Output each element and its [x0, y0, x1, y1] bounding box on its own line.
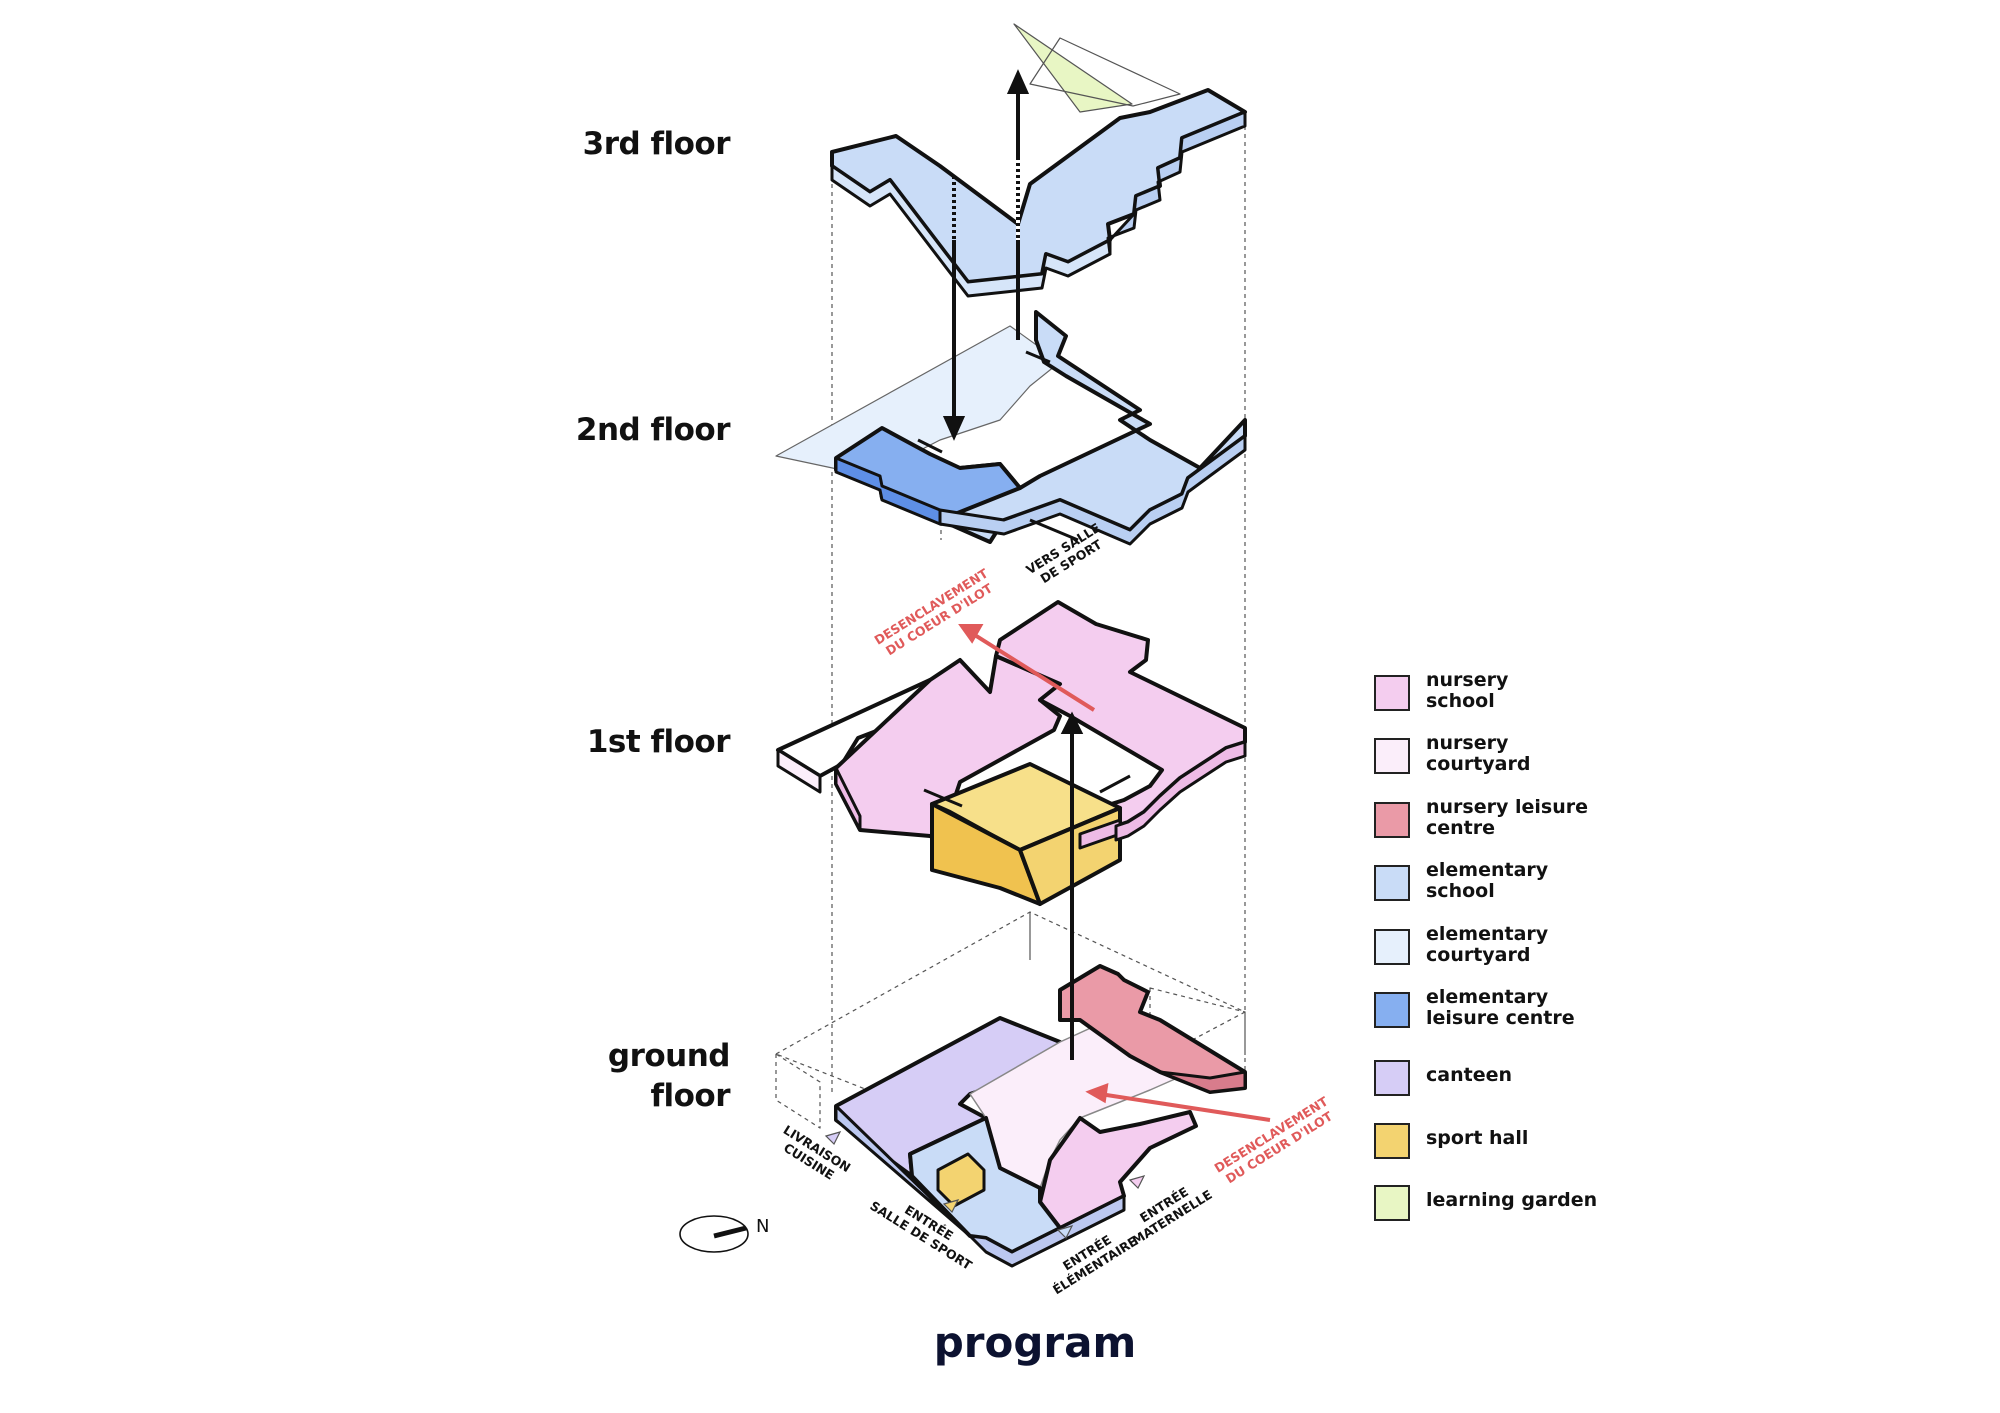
floor-1: [776, 600, 1247, 906]
legend-item-elementary-leisure-centre: elementary leisure centre: [1374, 987, 1714, 1031]
nursery-leisure-centre-edge: [1158, 1070, 1247, 1094]
red-arrow-1f-head: [958, 624, 984, 644]
entree-sport-marker: [942, 1199, 960, 1214]
ground-dashed-context: [775, 911, 1246, 1143]
legend-swatch: [1374, 802, 1410, 838]
legend-swatch: [1374, 1185, 1410, 1221]
legend-swatch: [1374, 865, 1410, 901]
red-arrows: [958, 624, 1271, 1122]
entree-maternelle-marker: [1128, 1175, 1146, 1190]
floor-label-3rd: 3rd floor: [582, 126, 731, 162]
legend-item-nursery-courtyard: nursery courtyard: [1374, 733, 1714, 777]
arrow-2f-small-1: [917, 438, 943, 454]
legend-label: elementary school: [1426, 859, 1549, 902]
arrow-2f-small-2: [1025, 350, 1051, 364]
compass-icon: [679, 1215, 749, 1253]
nursery-school-1f-edge-left: [834, 766, 862, 832]
legend-item-elementary-courtyard: elementary courtyard: [1374, 924, 1714, 968]
nursery-school-1f-edge-right: [1114, 726, 1247, 842]
legend-swatch: [1374, 738, 1410, 774]
floor-3: [830, 23, 1247, 298]
entrance-markers: [824, 1131, 1146, 1240]
arrow-1f-small-1: [923, 788, 963, 808]
legend-swatch: [1374, 675, 1410, 711]
legend-label: sport hall: [1426, 1127, 1529, 1149]
red-arrow-ground-head: [1085, 1082, 1109, 1104]
floor-label-1st: 1st floor: [586, 724, 731, 760]
legend-swatch: [1374, 929, 1410, 965]
legend-item-learning-garden: learning garden: [1374, 1180, 1714, 1224]
legend-label: nursery courtyard: [1426, 732, 1531, 775]
sport-hall-1f-front: [930, 802, 1042, 906]
legend-item-canteen: canteen: [1374, 1055, 1714, 1099]
legend-label: elementary leisure centre: [1426, 986, 1575, 1029]
arrow-1f-small-2: [1099, 774, 1131, 794]
arrow-vers-salle: [1029, 518, 1079, 542]
legend-item-nursery-leisure-centre: nursery leisure centre: [1374, 797, 1714, 841]
learning-garden-outline: [1029, 37, 1181, 107]
floor-2: [775, 310, 1247, 546]
floor-ground: [775, 911, 1247, 1268]
legend-swatch: [1374, 992, 1410, 1028]
diagram-title: program: [933, 1318, 1137, 1367]
arrow-3f-down-head: [942, 416, 966, 441]
sport-hall-entry-ground: [936, 1152, 986, 1208]
entree-elementaire-marker: [1056, 1225, 1074, 1240]
floor-label-2nd: 2nd floor: [575, 412, 731, 448]
circulation-arrows: [917, 69, 1131, 1060]
legend-item-sport-hall: sport hall: [1374, 1118, 1714, 1162]
legend-item-nursery-school: nursery school: [1374, 670, 1714, 714]
elementary-school-2f-edge: [938, 434, 1247, 546]
elementary-school-3f-edge-right: [1106, 110, 1247, 256]
livraison-marker: [824, 1131, 842, 1146]
legend-swatch: [1374, 1123, 1410, 1159]
legend-label: learning garden: [1426, 1189, 1598, 1211]
legend-item-elementary-school: elementary school: [1374, 860, 1714, 904]
ground-front-edge: [834, 1104, 1126, 1268]
floor-label-ground: ground floor: [607, 1038, 731, 1114]
nursery-courtyard-1f-edge: [776, 748, 822, 794]
legend-label: nursery school: [1426, 669, 1509, 712]
legend-swatch: [1374, 1060, 1410, 1096]
legend-label: canteen: [1426, 1064, 1512, 1086]
compass-north-label: N: [756, 1216, 770, 1237]
arrow-3f-up-head: [1006, 69, 1030, 94]
legend-label: nursery leisure centre: [1426, 796, 1588, 839]
red-arrow-1f: [968, 630, 1096, 712]
arrow-1f-up-head: [1060, 711, 1084, 734]
learning-garden-roof: [1013, 23, 1133, 113]
legend-label: elementary courtyard: [1426, 923, 1549, 966]
red-arrow-ground: [1099, 1092, 1271, 1122]
